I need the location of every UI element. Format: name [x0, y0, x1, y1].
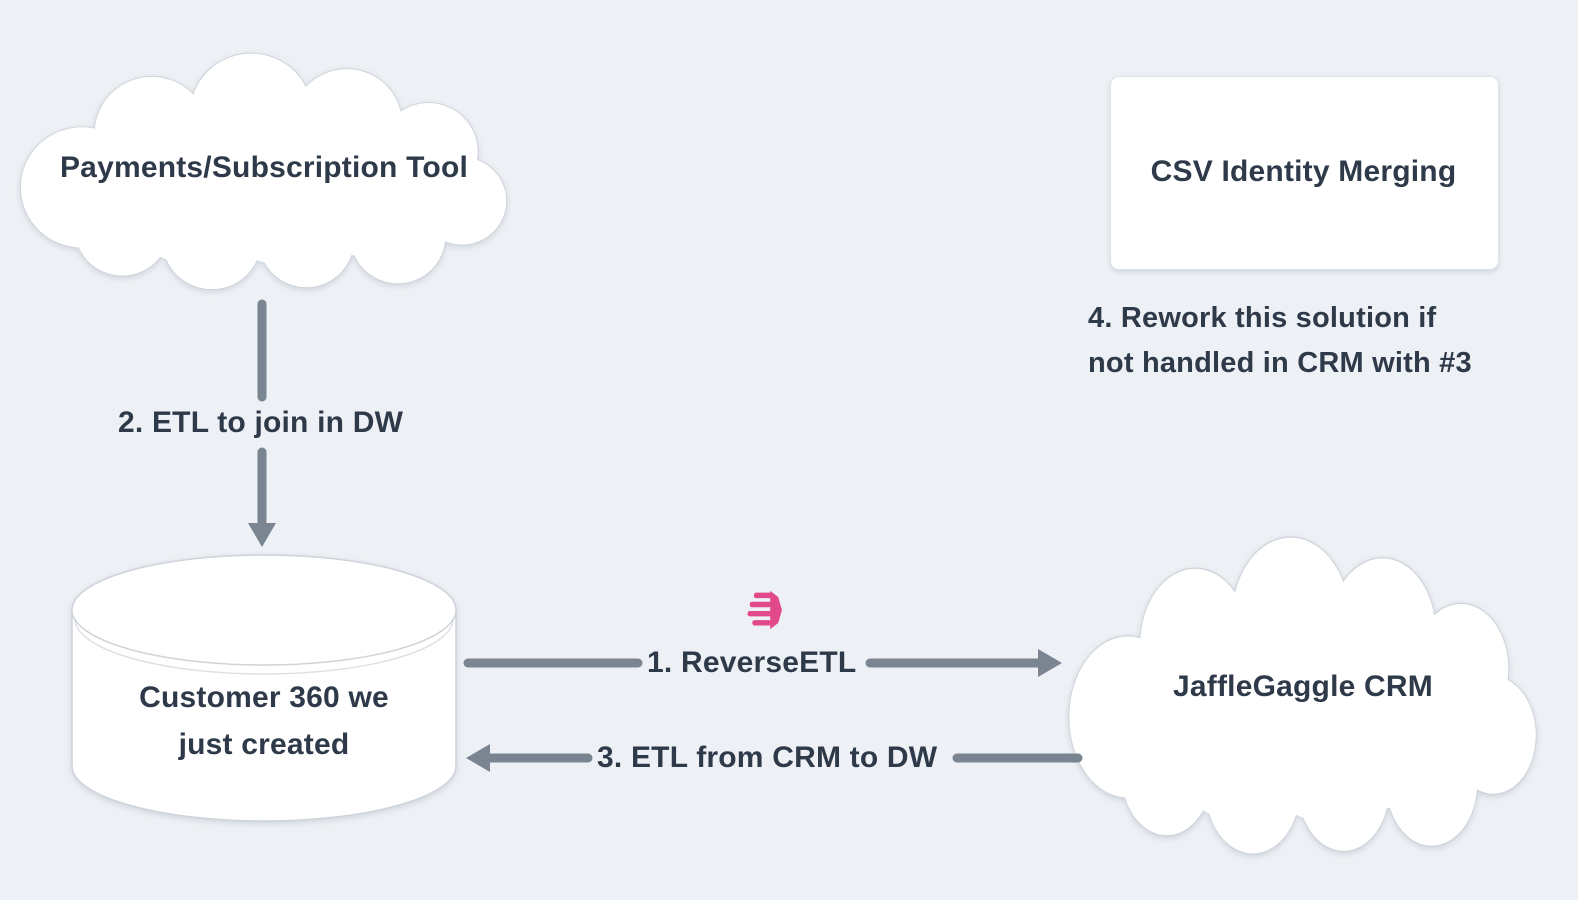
arrowhead-down-icon	[248, 523, 276, 547]
rework-note: 4. Rework this solution if not handled i…	[1088, 296, 1472, 386]
rework-note-line1: 4. Rework this solution if	[1088, 302, 1437, 334]
arrow-etl-to-dw	[248, 299, 276, 547]
arrowhead-left-icon	[466, 744, 490, 772]
hightouch-logo-icon	[747, 590, 782, 630]
arrow-reverse-etl	[463, 649, 1062, 677]
edge-label-etl-from-crm: 3. ETL from CRM to DW	[597, 741, 938, 774]
edge-label-reverse-etl: 1. ReverseETL	[647, 646, 857, 679]
arrow-etl-from-crm	[466, 744, 1083, 772]
crm-cloud-shape	[1068, 536, 1537, 855]
csv-identity-merging-box	[1110, 76, 1499, 270]
customer-db-cylinder-shape	[71, 554, 457, 822]
rework-note-line2: not handled in CRM with #3	[1088, 347, 1472, 379]
edge-label-etl-to-dw: 2. ETL to join in DW	[118, 406, 404, 439]
payments-cloud-shape	[19, 52, 508, 291]
